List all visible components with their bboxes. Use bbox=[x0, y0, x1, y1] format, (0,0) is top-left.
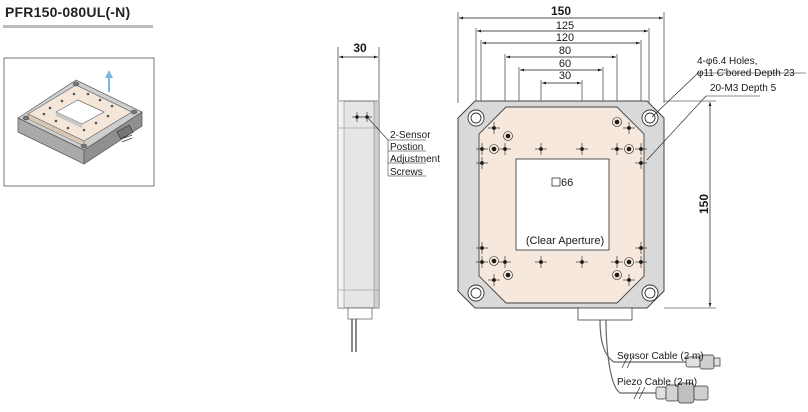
piezo-cable-label: Piezo Cable (2 m) bbox=[617, 377, 697, 388]
dim-150-width: 150 bbox=[551, 4, 571, 18]
dim-150-height: 150 bbox=[697, 194, 711, 214]
sensor-screws-line-4: Screws bbox=[390, 167, 423, 178]
tap-hole-marker bbox=[635, 157, 647, 169]
counterbore-hole bbox=[624, 257, 634, 267]
counterbore-hole-center bbox=[491, 258, 497, 264]
counterbore-hole-center bbox=[614, 272, 620, 278]
clear-aperture bbox=[515, 158, 610, 251]
aperture-size: 66 bbox=[561, 177, 573, 189]
sensor-cable-label: Sensor Cable (2 m) bbox=[617, 351, 704, 362]
tap-hole-marker bbox=[499, 143, 511, 155]
counterbore-hole-center bbox=[491, 146, 497, 152]
tap-hole-marker bbox=[611, 256, 623, 268]
counterbore-hole bbox=[489, 144, 499, 154]
counterbore-hole bbox=[612, 270, 622, 280]
counterbore-hole-center bbox=[614, 119, 620, 125]
cable-connector bbox=[577, 307, 633, 321]
tap-hole-marker bbox=[499, 256, 511, 268]
counterbore-hole bbox=[503, 270, 513, 280]
dim-60: 60 bbox=[559, 58, 571, 70]
dim-80: 80 bbox=[559, 45, 571, 57]
corner-holes bbox=[467, 109, 659, 302]
tap-hole-marker bbox=[635, 143, 647, 155]
holes-note-3: 20-M3 Depth 5 bbox=[710, 83, 777, 94]
tap-hole-marker bbox=[476, 143, 488, 155]
tap-hole-marker bbox=[623, 122, 635, 134]
m3-holes bbox=[476, 117, 647, 286]
title-underline bbox=[3, 25, 153, 28]
clear-aperture-label: (Clear Aperture) bbox=[526, 235, 604, 247]
tap-hole-marker bbox=[488, 122, 500, 134]
dim-side-thickness: 30 bbox=[353, 41, 367, 55]
tap-hole-marker bbox=[476, 157, 488, 169]
counterbore-hole-center bbox=[505, 133, 511, 139]
tap-hole-marker bbox=[535, 143, 547, 155]
holes-note-1: 4-φ6.4 Holes, bbox=[697, 56, 757, 67]
dim-30: 30 bbox=[559, 70, 571, 82]
dim-120: 120 bbox=[556, 32, 574, 44]
up-arrow-icon bbox=[105, 70, 113, 78]
square-icon bbox=[551, 177, 561, 187]
tap-hole-marker bbox=[476, 242, 488, 254]
counterbore-hole bbox=[612, 117, 622, 127]
sensor-connector-icon bbox=[685, 354, 721, 370]
sensor-screws-line-1: 2-Sensor bbox=[390, 130, 431, 141]
counterbore-hole bbox=[489, 256, 499, 266]
tap-hole-marker bbox=[635, 242, 647, 254]
counterbore-hole-center bbox=[626, 146, 632, 152]
top-view: 150 125 120 80 60 30 66 (Clear Aperture)… bbox=[457, 4, 806, 404]
product-iso-view bbox=[3, 57, 155, 187]
holes-note-2: φ11 C'bored Depth 23 bbox=[697, 68, 795, 79]
product-title: PFR150-080UL(-N) bbox=[5, 4, 131, 20]
counterbore-hole-center bbox=[505, 272, 511, 278]
side-view: 30 2-Sensor Postion Adjustment Screws bbox=[337, 41, 440, 352]
dim-125: 125 bbox=[556, 20, 574, 32]
sensor-screws-line-3: Adjustment bbox=[390, 154, 440, 165]
tap-hole-marker bbox=[623, 274, 635, 286]
tap-hole-marker bbox=[576, 143, 588, 155]
tap-hole-marker bbox=[476, 256, 488, 268]
tap-hole-marker bbox=[576, 256, 588, 268]
tap-hole-marker bbox=[635, 256, 647, 268]
piezo-connector-icon bbox=[655, 382, 709, 404]
tap-hole-marker bbox=[535, 256, 547, 268]
counterbore-hole bbox=[503, 131, 513, 141]
tap-hole-marker bbox=[488, 274, 500, 286]
tap-hole-marker bbox=[611, 143, 623, 155]
counterbore-hole bbox=[624, 144, 634, 154]
counterbore-hole-center bbox=[626, 259, 632, 265]
sensor-screws-line-2: Postion bbox=[390, 142, 423, 153]
